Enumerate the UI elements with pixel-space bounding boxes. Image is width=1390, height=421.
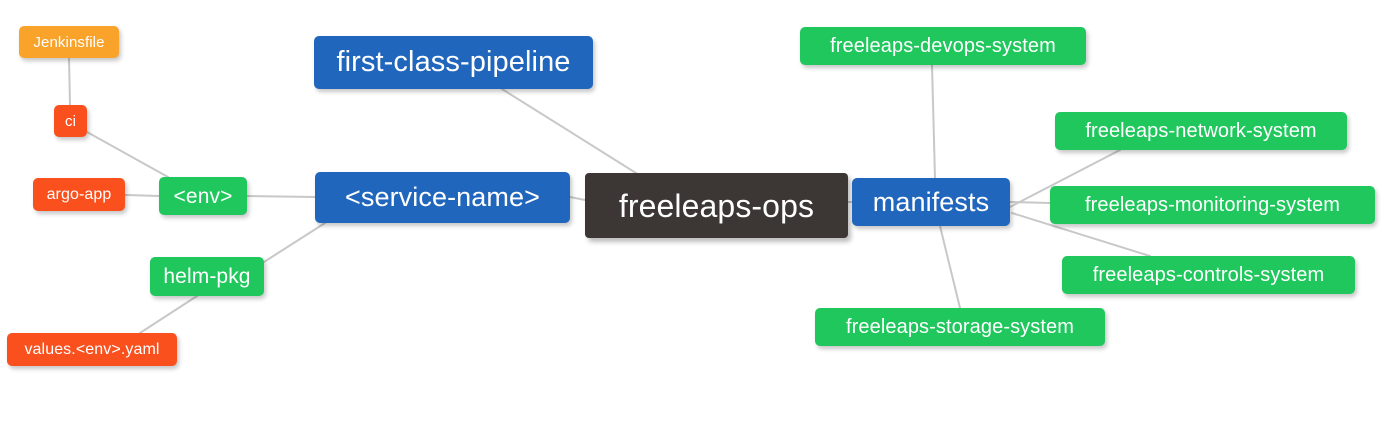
- node-label: freeleaps-devops-system: [830, 35, 1056, 57]
- edge-argo-app-to-env: [124, 194, 160, 197]
- node-label: freeleaps-storage-system: [845, 316, 1075, 338]
- node-label: freeleaps-monitoring-system: [1084, 194, 1340, 216]
- node-label: <env>: [173, 184, 233, 208]
- node-freeleaps-controls-system[interactable]: freeleaps-controls-system: [1062, 256, 1355, 294]
- node-label: freeleaps-ops: [618, 187, 815, 224]
- node-manifests[interactable]: manifests: [852, 178, 1010, 226]
- node-env[interactable]: <env>: [159, 177, 247, 215]
- edge-first-class-pipeline-to-freeleaps-ops: [501, 88, 637, 174]
- node-label: argo-app: [46, 185, 112, 203]
- node-label: manifests: [872, 186, 990, 217]
- edge-service-name-to-helm-pkg: [263, 222, 326, 263]
- node-freeleaps-monitoring-system[interactable]: freeleaps-monitoring-system: [1050, 186, 1375, 224]
- node-label: Jenkinsfile: [33, 33, 105, 51]
- node-jenkinsfile[interactable]: Jenkinsfile: [19, 26, 119, 58]
- node-label: ci: [64, 112, 77, 130]
- edge-service-name-to-freeleaps-ops: [569, 196, 586, 201]
- node-ci[interactable]: ci: [54, 105, 87, 137]
- node-freeleaps-network-system[interactable]: freeleaps-network-system: [1055, 112, 1347, 150]
- edge-manifests-to-freeleaps-storage-system: [939, 225, 961, 309]
- edge-ci-to-env: [86, 131, 169, 178]
- edge-jenkinsfile-to-ci: [68, 57, 71, 106]
- node-helm-pkg[interactable]: helm-pkg: [150, 257, 264, 296]
- node-values-env-yaml[interactable]: values.<env>.yaml: [7, 333, 177, 366]
- node-freeleaps-devops-system[interactable]: freeleaps-devops-system: [800, 27, 1086, 65]
- edge-manifests-to-freeleaps-devops-system: [931, 64, 936, 179]
- node-first-class-pipeline[interactable]: first-class-pipeline: [314, 36, 593, 89]
- node-freeleaps-storage-system[interactable]: freeleaps-storage-system: [815, 308, 1105, 346]
- edge-manifests-to-freeleaps-monitoring-system: [1009, 201, 1051, 204]
- node-label: helm-pkg: [163, 265, 251, 288]
- node-label: freeleaps-network-system: [1085, 120, 1317, 142]
- edge-env-to-service-name: [246, 195, 316, 198]
- node-service-name[interactable]: <service-name>: [315, 172, 570, 223]
- node-freeleaps-ops[interactable]: freeleaps-ops: [585, 173, 848, 238]
- node-argo-app[interactable]: argo-app: [33, 178, 125, 211]
- node-label: freeleaps-controls-system: [1092, 264, 1325, 286]
- edge-helm-pkg-to-values-env-yaml: [139, 295, 198, 334]
- node-label: first-class-pipeline: [336, 46, 571, 78]
- node-label: <service-name>: [345, 182, 540, 212]
- node-label: values.<env>.yaml: [24, 340, 160, 358]
